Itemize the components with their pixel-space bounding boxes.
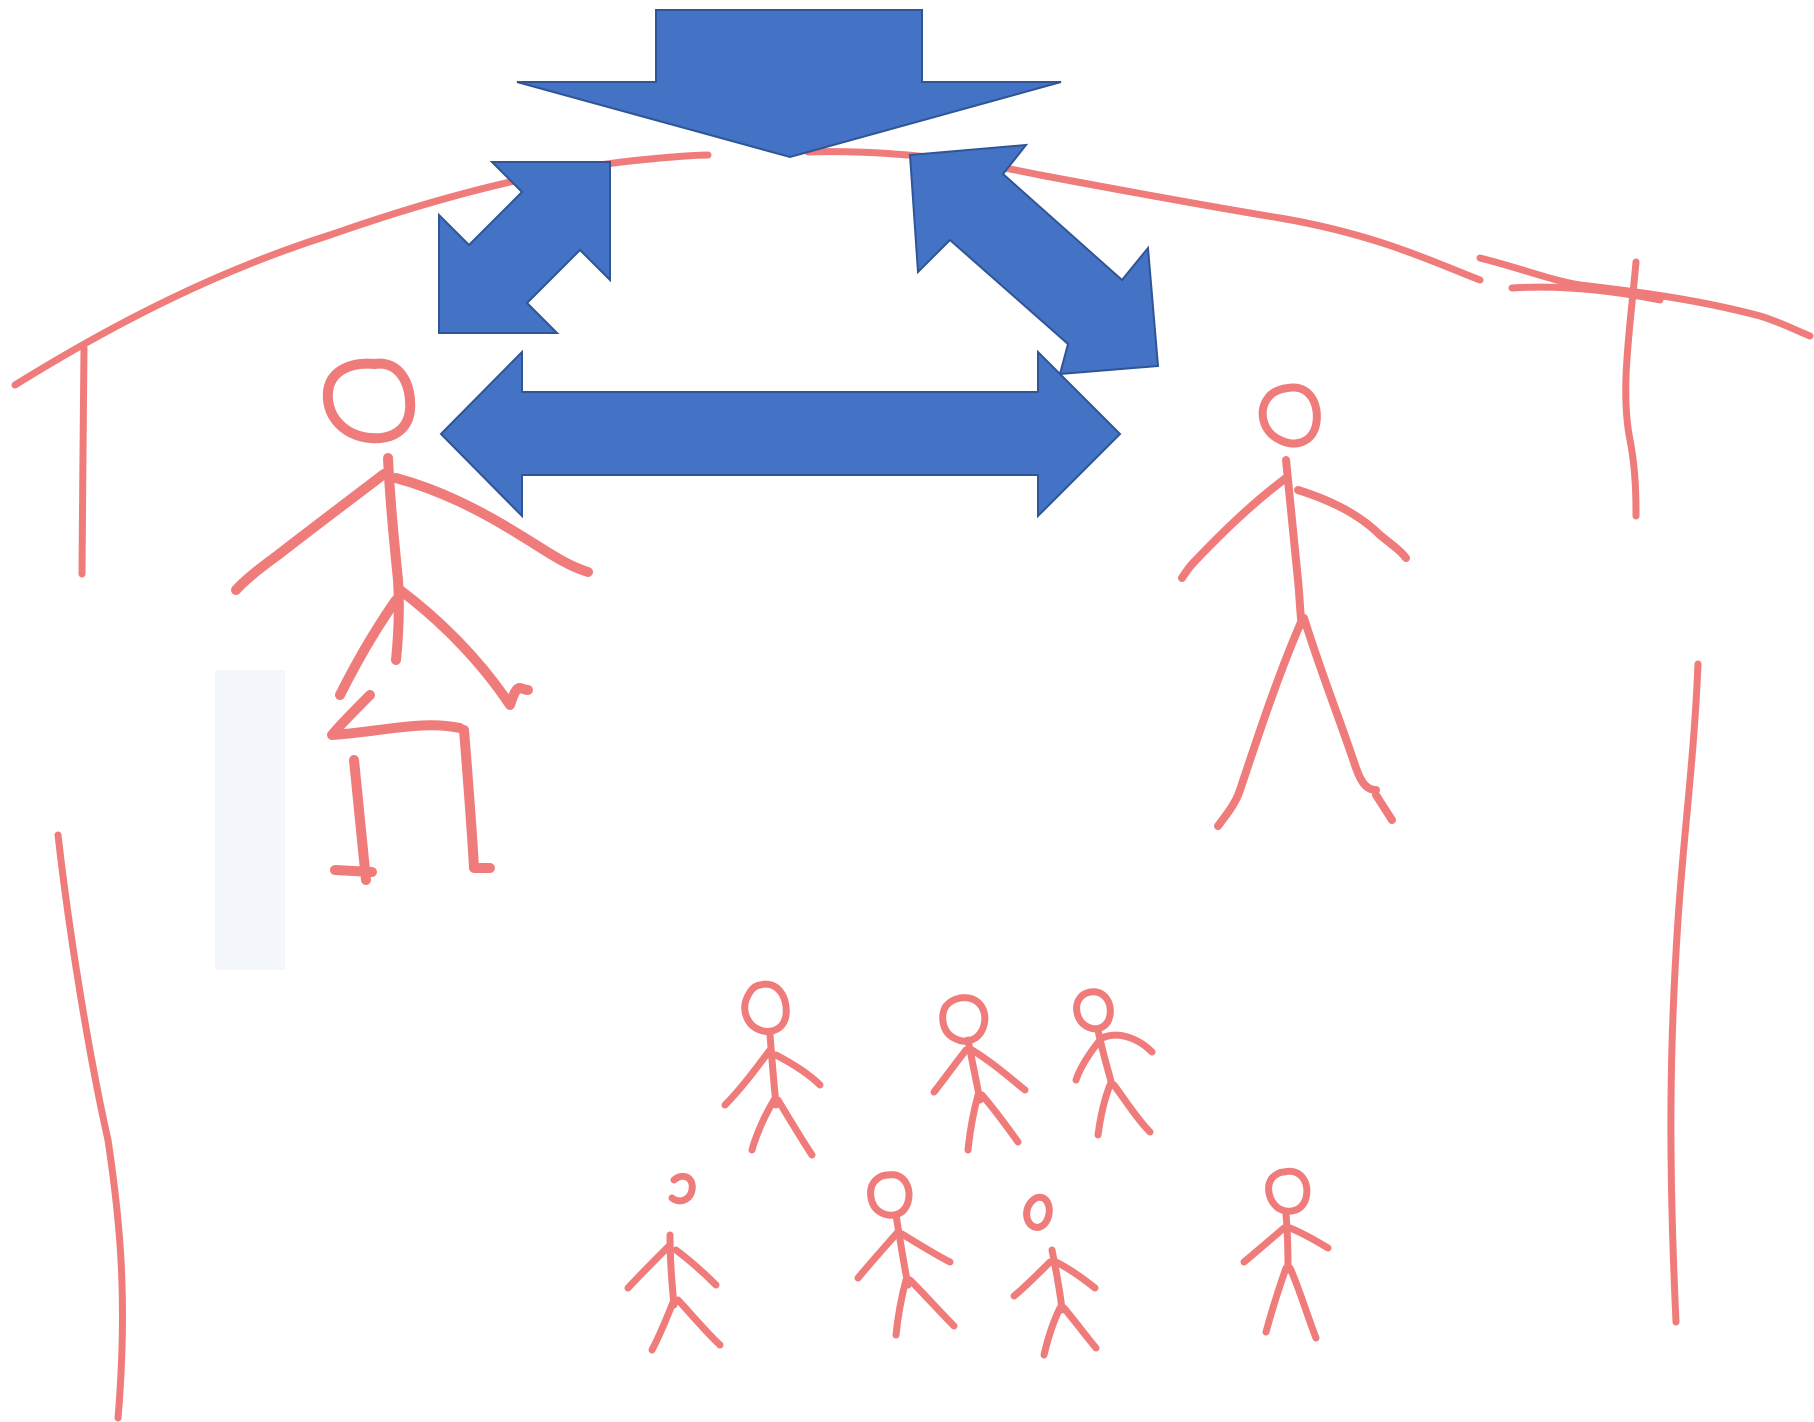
double-arrow-icon-horizontal xyxy=(441,352,1120,516)
arm-right xyxy=(1298,490,1406,558)
leg-right xyxy=(1304,618,1392,820)
torso xyxy=(388,458,399,660)
small-figure-3 xyxy=(1076,992,1152,1135)
leg-right xyxy=(400,590,528,705)
paper-tint xyxy=(215,670,285,970)
arm-left xyxy=(236,474,384,590)
arm-left xyxy=(1182,478,1286,578)
roof-line xyxy=(15,152,1480,385)
skirt xyxy=(332,695,460,735)
double-arrow-icon-left-diagonal xyxy=(439,162,610,333)
torso xyxy=(1286,460,1302,625)
right-wall-lower xyxy=(1671,664,1698,1322)
small-figures xyxy=(628,984,1328,1355)
small-figure-2 xyxy=(934,998,1025,1150)
leg-left xyxy=(1218,620,1302,826)
small-figure-1 xyxy=(725,984,820,1155)
small-figure-5 xyxy=(858,1175,954,1335)
arm-right xyxy=(396,478,588,572)
arrows xyxy=(439,10,1158,516)
small-figure-4 xyxy=(628,1176,720,1350)
leg-left xyxy=(340,600,396,695)
small-figure-7 xyxy=(1244,1171,1328,1338)
arrow-down-icon xyxy=(517,10,1061,157)
small-figure-6 xyxy=(1014,1197,1096,1355)
head xyxy=(1263,388,1317,444)
leg-lower-right xyxy=(464,730,490,868)
double-arrow-icon-right-diagonal xyxy=(910,145,1158,374)
left-wall-upper xyxy=(82,348,84,574)
right-wall-upper xyxy=(1626,262,1636,516)
large-figure-right xyxy=(1182,388,1406,826)
left-wall-lower xyxy=(58,835,123,1418)
head xyxy=(328,364,410,439)
leg-lower-left xyxy=(335,760,372,880)
